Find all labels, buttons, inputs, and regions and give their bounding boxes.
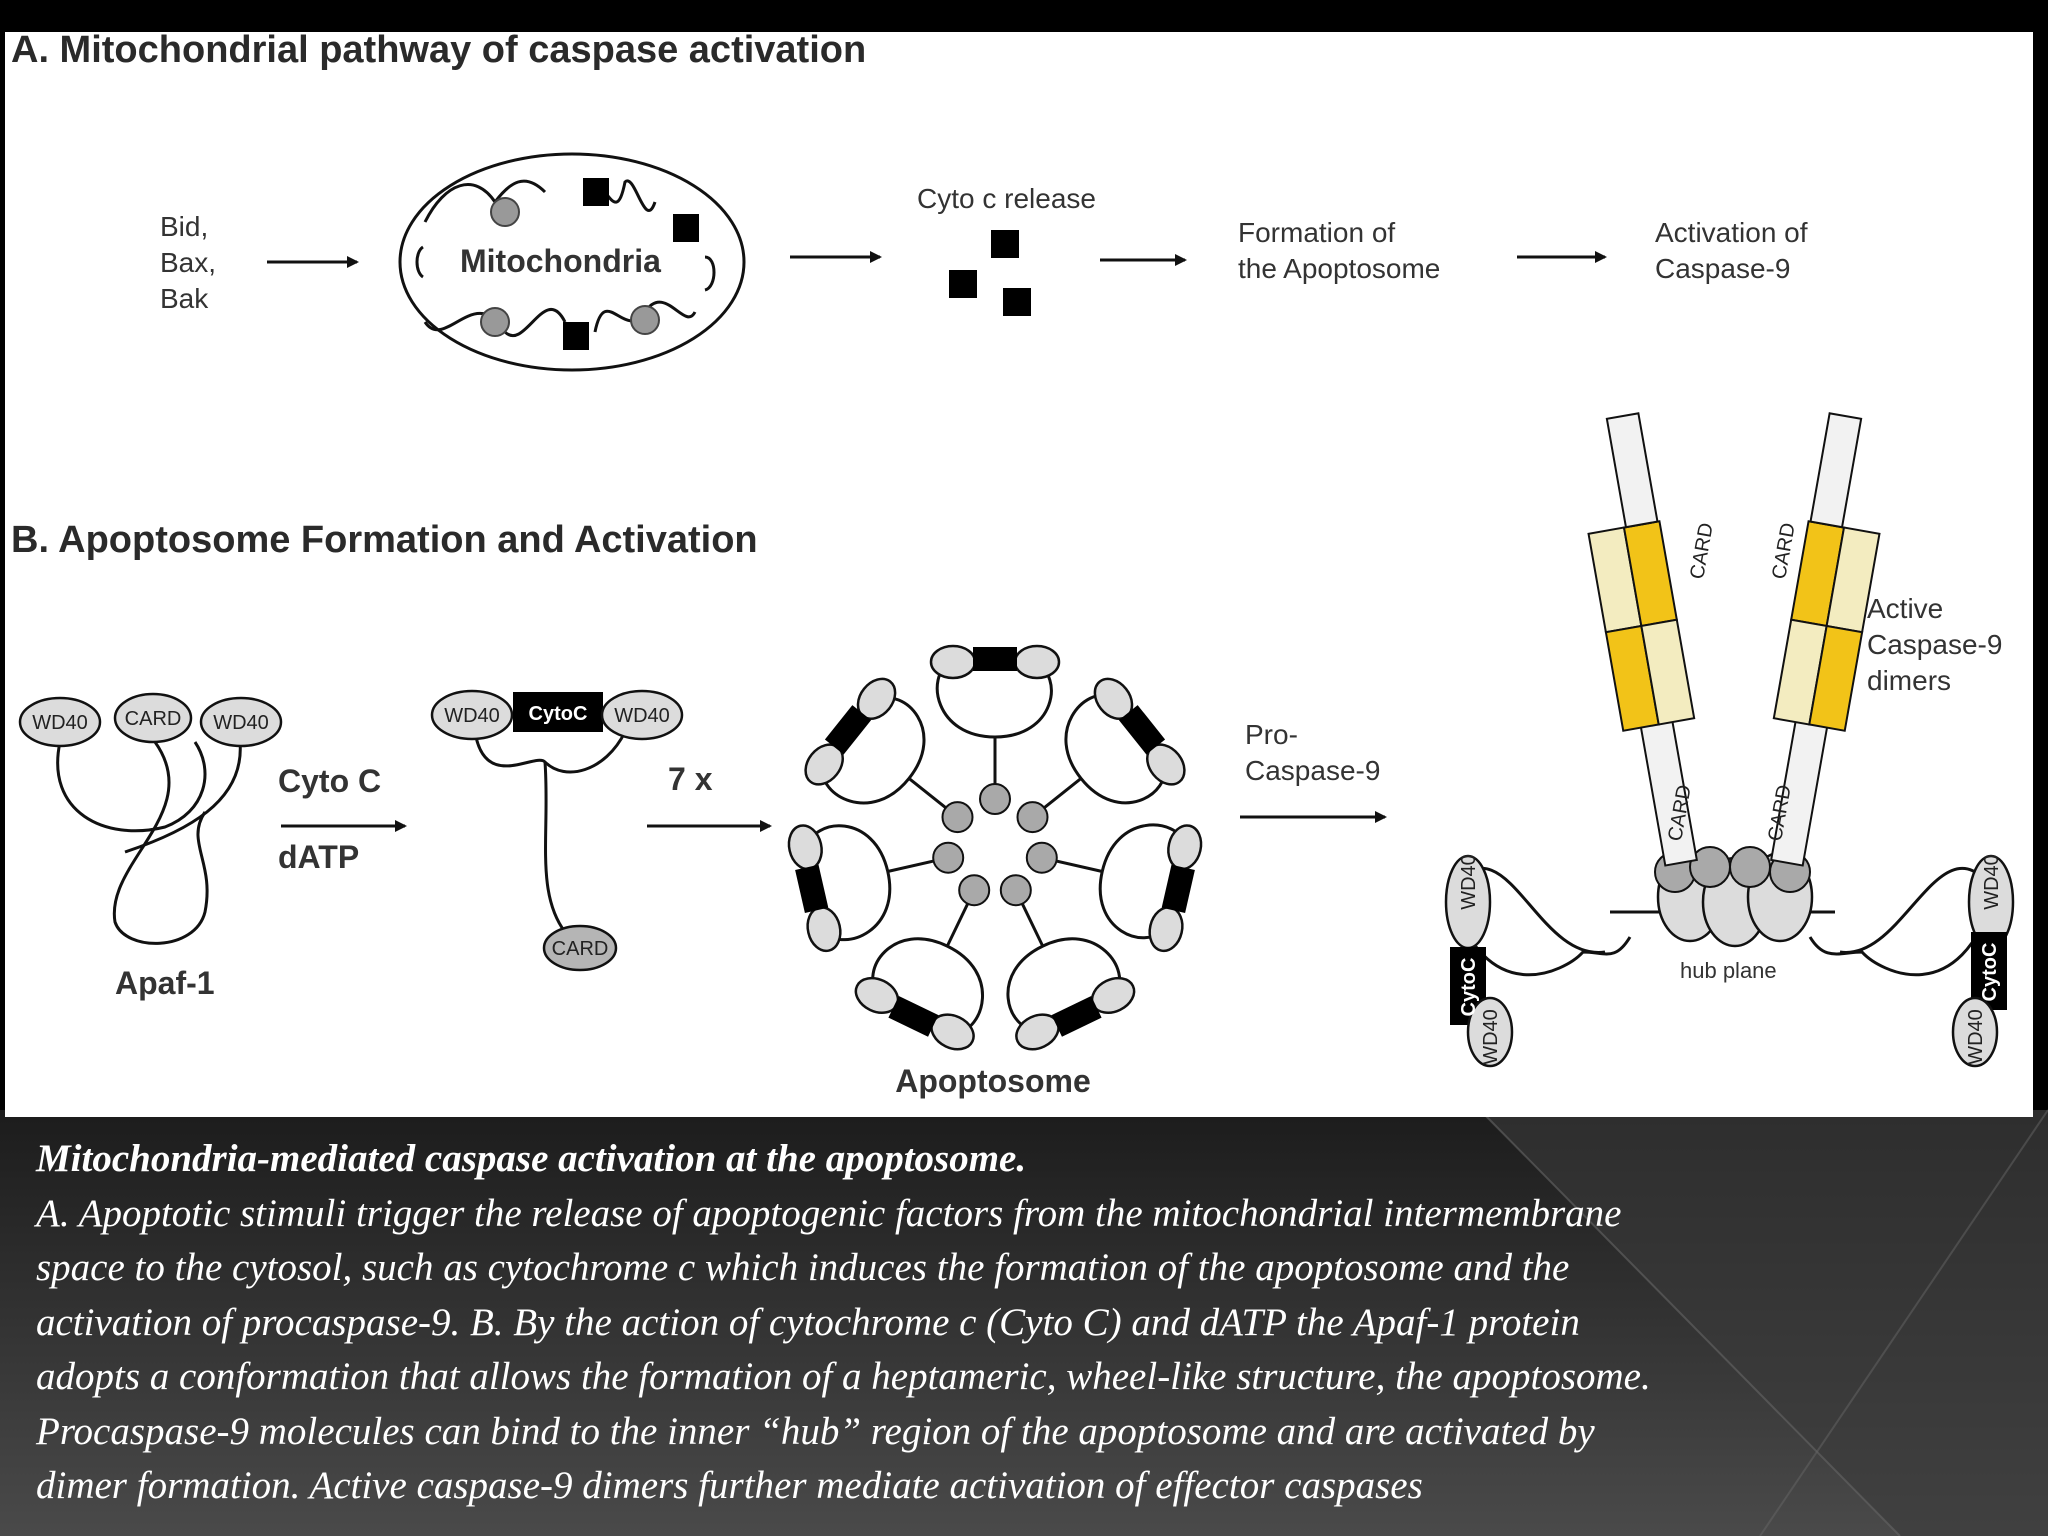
formation-line-2: the Apoptosome (1238, 253, 1440, 284)
active-label-line-1: Active (1867, 593, 1943, 624)
cytochrome-c-square (1003, 288, 1031, 316)
apoptosome-arm (1006, 882, 1136, 1051)
apoptosome-arm (929, 644, 1061, 807)
formation-line-1: Formation of (1238, 217, 1395, 248)
hub-plane-label: hub plane (1680, 958, 1777, 983)
apoptosome-arm (787, 824, 957, 953)
side-domain-cytoc-right: CytoC (1979, 943, 2001, 1002)
caption-body: A. Apoptotic stimuli trigger the release… (36, 1191, 1651, 1508)
mitochondria-organelle (398, 152, 746, 372)
bound-domain-card: CARD (552, 938, 609, 960)
hub-card-domain (932, 841, 965, 874)
bound-domain-wd40-left: WD40 (444, 705, 500, 727)
panel-b-title: B. Apoptosome Formation and Activation (11, 519, 758, 561)
apoptosome-arm (1025, 677, 1186, 824)
apoptosome-arm (1033, 823, 1203, 953)
stimulus-bak: Bak (160, 283, 209, 314)
hub-card-domain (941, 801, 974, 834)
stimulus-bax: Bax, (160, 247, 216, 278)
step1-cyto-c: Cyto C (278, 763, 381, 799)
side-domain-wd40-right-bottom: WD40 (1965, 1009, 1987, 1065)
hub-card-domain (999, 874, 1032, 907)
hub-card-domain (979, 783, 1011, 815)
cytochrome-c-square (949, 270, 977, 298)
mitochondria-label: Mitochondria (460, 243, 661, 279)
apoptosome-arm (804, 677, 965, 824)
bound-domain-cytoc: CytoC (529, 703, 588, 725)
step1-datp: dATP (278, 839, 359, 875)
activation-line-2: Caspase-9 (1655, 253, 1790, 284)
apaf-1-label: Apaf-1 (115, 965, 215, 1001)
apaf-domain-wd40-right: WD40 (213, 712, 269, 734)
card-label-top-right: CARD (1768, 521, 1800, 581)
apoptosome-label: Apoptosome (895, 1063, 1091, 1099)
side-domain-wd40-right-top: WD40 (1981, 854, 2003, 910)
card-label-top-left: CARD (1686, 521, 1718, 581)
procaspase-line-2: Caspase-9 (1245, 755, 1380, 786)
panel-a-title: A. Mitochondrial pathway of caspase acti… (11, 32, 866, 71)
hub-card-domain (1025, 841, 1058, 874)
apoptosome-wheel (787, 644, 1203, 1051)
hub-card-domain (958, 874, 991, 907)
caption-title: Mitochondria-mediated caspase activation… (36, 1137, 1027, 1180)
cytochrome-c-square (991, 230, 1019, 258)
active-label-line-3: dimers (1867, 665, 1951, 696)
heptamer-multiplier: 7 x (668, 761, 713, 797)
procaspase-line-1: Pro- (1245, 719, 1298, 750)
side-domain-cytoc-left: CytoC (1458, 958, 1480, 1017)
side-domain-wd40-left-bottom: WD40 (1480, 1009, 1502, 1065)
bound-domain-wd40-right: WD40 (614, 705, 670, 727)
diagram-figure: A. Mitochondrial pathway of caspase acti… (5, 32, 2033, 1117)
active-caspase-9-dimer-structure (1444, 412, 2015, 1068)
activation-line-1: Activation of (1655, 217, 1808, 248)
side-domain-wd40-left-top: WD40 (1458, 854, 1480, 910)
stimulus-bid: Bid, (160, 211, 208, 242)
hub-card-domain (1016, 801, 1049, 834)
apoptosome-arm (854, 882, 985, 1051)
apaf-1-protein (18, 692, 283, 945)
active-label-line-2: Caspase-9 (1867, 629, 2002, 660)
cyto-c-release-label: Cyto c release (917, 183, 1096, 214)
figure-caption: Mitochondria-mediated caspase activation… (36, 1132, 2026, 1514)
apaf-domain-card: CARD (125, 708, 182, 730)
apaf-1-cytoc-bound (430, 689, 684, 972)
apaf-domain-wd40-left: WD40 (32, 712, 88, 734)
